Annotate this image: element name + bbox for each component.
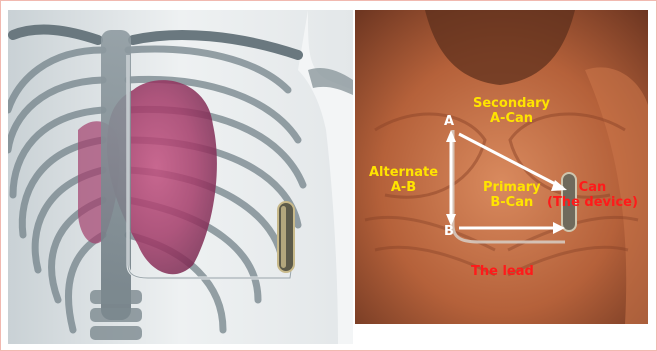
skeleton-illustration <box>8 10 353 344</box>
lead-label: The lead <box>471 264 534 279</box>
device-label: (The device) <box>547 195 638 210</box>
secondary-vector-title: Secondary <box>473 96 550 111</box>
can-device-label: Can (The device) <box>547 180 638 210</box>
point-a-label: A <box>444 114 454 129</box>
torso-vector-diagram: A B Secondary A-Can Alternate A-B Primar… <box>355 10 648 324</box>
alternate-vector-label: Alternate A-B <box>369 165 438 195</box>
secondary-vector-label: Secondary A-Can <box>473 96 550 126</box>
point-b-label: B <box>444 224 454 239</box>
primary-vector-label: Primary B-Can <box>483 180 541 210</box>
primary-vector-name: B-Can <box>483 195 541 210</box>
secondary-vector-name: A-Can <box>473 111 550 126</box>
ribcage-image <box>8 10 353 344</box>
alternate-vector-title: Alternate <box>369 165 438 180</box>
alternate-vector-name: A-B <box>369 180 438 195</box>
can-label: Can <box>547 180 638 195</box>
primary-vector-title: Primary <box>483 180 541 195</box>
